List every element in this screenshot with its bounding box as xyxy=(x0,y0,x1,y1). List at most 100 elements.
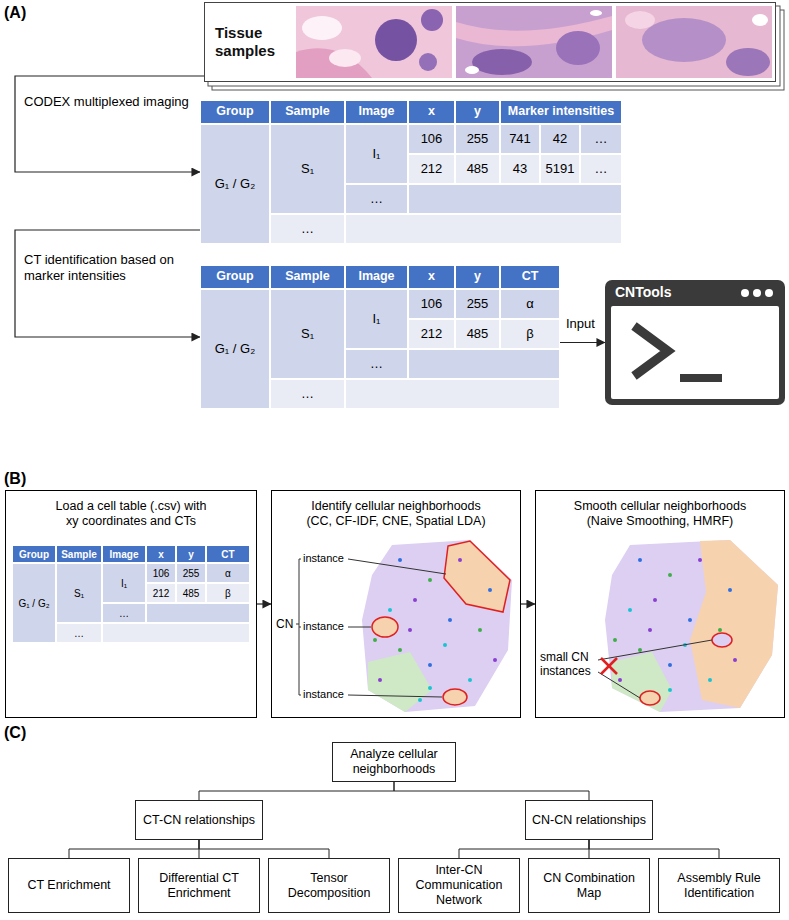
table-cell: x xyxy=(408,265,455,289)
table-cell: 255 xyxy=(176,563,206,583)
window-body xyxy=(611,306,779,399)
header-cell-text: y xyxy=(474,105,481,119)
table-cell: 106 xyxy=(408,124,455,154)
step-box: Identify cellular neighborhoods (CC, CF-… xyxy=(271,490,521,718)
tissue-image xyxy=(616,6,772,78)
table-cell: Image xyxy=(345,100,408,124)
connector xyxy=(15,230,200,337)
table-cell: … xyxy=(580,154,622,184)
method-box: Assembly Rule Identification xyxy=(658,858,780,913)
step-box: Load a cell table (.csv) with xy coordin… xyxy=(5,490,257,718)
cell-text: 255 xyxy=(467,297,489,311)
prompt-chevron xyxy=(634,326,668,376)
table-cell: α xyxy=(206,563,250,583)
step-heading: Smooth cellular neighborhoods (Naive Smo… xyxy=(565,499,755,529)
table-cell: 255 xyxy=(455,124,500,154)
cell-text: S₁ xyxy=(301,162,314,176)
connector xyxy=(15,76,204,172)
table-cell xyxy=(345,379,560,409)
method-box: Inter-CN Communication Network xyxy=(398,858,520,913)
leader-line xyxy=(348,695,442,697)
cn-instance xyxy=(444,541,510,612)
box-text: Differential CT Enrichment xyxy=(142,871,256,901)
tissue-ground xyxy=(616,6,772,78)
table-cell: … xyxy=(345,184,408,214)
table-cell: 212 xyxy=(408,319,455,349)
callout-label: CN xyxy=(276,617,293,631)
cell-text: 255 xyxy=(467,132,489,146)
window-dot xyxy=(753,289,761,297)
header-cell-text: x xyxy=(428,270,435,284)
stack-front xyxy=(204,2,776,82)
header-cell-text: Image xyxy=(358,270,394,284)
table-cell: 212 xyxy=(408,154,455,184)
cell-text: α xyxy=(225,568,231,579)
label-box: instance xyxy=(303,688,344,701)
tissue-dense xyxy=(642,18,726,62)
cn-region xyxy=(612,652,672,712)
cn-region xyxy=(690,540,778,708)
table-cell: S₁ xyxy=(270,124,345,214)
tissue-dense xyxy=(556,31,600,65)
header-cell-text: CT xyxy=(522,270,539,284)
table-cell: Sample xyxy=(270,265,345,289)
header-cell-text: y xyxy=(188,549,194,560)
table-cell: G₁ / G₂ xyxy=(200,124,270,244)
tissue-image xyxy=(296,6,452,78)
header-cell-text: Group xyxy=(216,105,254,119)
table-cell xyxy=(408,349,560,379)
connector xyxy=(394,782,589,800)
box-text: CT-CN relationships xyxy=(139,813,259,828)
callout-label: instance xyxy=(303,688,344,701)
leader-line xyxy=(348,559,446,574)
table-cell: 5191 xyxy=(540,154,580,184)
table-cell: 106 xyxy=(146,563,176,583)
header-cell-text: CT xyxy=(221,549,234,560)
connector xyxy=(69,840,199,858)
label-box: instance xyxy=(303,620,344,633)
cell-dots xyxy=(628,608,712,692)
table-cell: Image xyxy=(102,545,146,563)
small-instance xyxy=(640,691,660,705)
table-cell: 485 xyxy=(455,319,500,349)
label-box: (C) xyxy=(4,724,26,742)
bracket-line xyxy=(299,695,301,696)
table-cell: Marker intensities xyxy=(500,100,622,124)
cell-dots xyxy=(618,558,737,682)
box-text: CN Combination Map xyxy=(532,871,646,901)
panel-letter: (C) xyxy=(4,724,26,742)
cell-dots xyxy=(613,573,722,652)
marker-table: GroupSampleImagexyMarker intensitiesG₁ /… xyxy=(200,100,622,244)
box-text: CN-CN relationships xyxy=(529,813,649,828)
cell-text: I₁ xyxy=(121,578,127,589)
cell-text: … xyxy=(74,628,84,639)
table-cell: 485 xyxy=(455,154,500,184)
category-box: CN-CN relationships xyxy=(525,800,653,840)
table-cell: Group xyxy=(200,265,270,289)
step-box: Smooth cellular neighborhoods (Naive Smo… xyxy=(535,490,785,718)
cell-text: I₁ xyxy=(373,147,381,161)
table-cell: Image xyxy=(345,265,408,289)
table-cell: S₁ xyxy=(56,563,102,623)
table-cell: β xyxy=(500,319,560,349)
connector xyxy=(459,840,589,858)
header-cell-text: x xyxy=(428,105,435,119)
header-cell-text: Sample xyxy=(61,549,97,560)
box-text: CT Enrichment xyxy=(12,878,126,893)
method-box: CN Combination Map xyxy=(528,858,650,913)
method-box: Differential CT Enrichment xyxy=(138,858,260,913)
tissue-map xyxy=(362,540,512,712)
cross-mark xyxy=(601,658,617,674)
cell-text: … xyxy=(301,222,314,236)
header-cell-text: Group xyxy=(19,549,49,560)
connector xyxy=(521,603,535,604)
edge-label: CODEX multiplexed imaging xyxy=(24,94,196,110)
cell-text: … xyxy=(301,387,314,401)
cell-text: … xyxy=(370,192,383,206)
window-dot xyxy=(741,289,749,297)
label-box: instance xyxy=(303,552,344,565)
method-box: CT Enrichment xyxy=(8,858,130,913)
category-box: CT-CN relationships xyxy=(135,800,263,840)
table-cell: … xyxy=(270,214,345,244)
